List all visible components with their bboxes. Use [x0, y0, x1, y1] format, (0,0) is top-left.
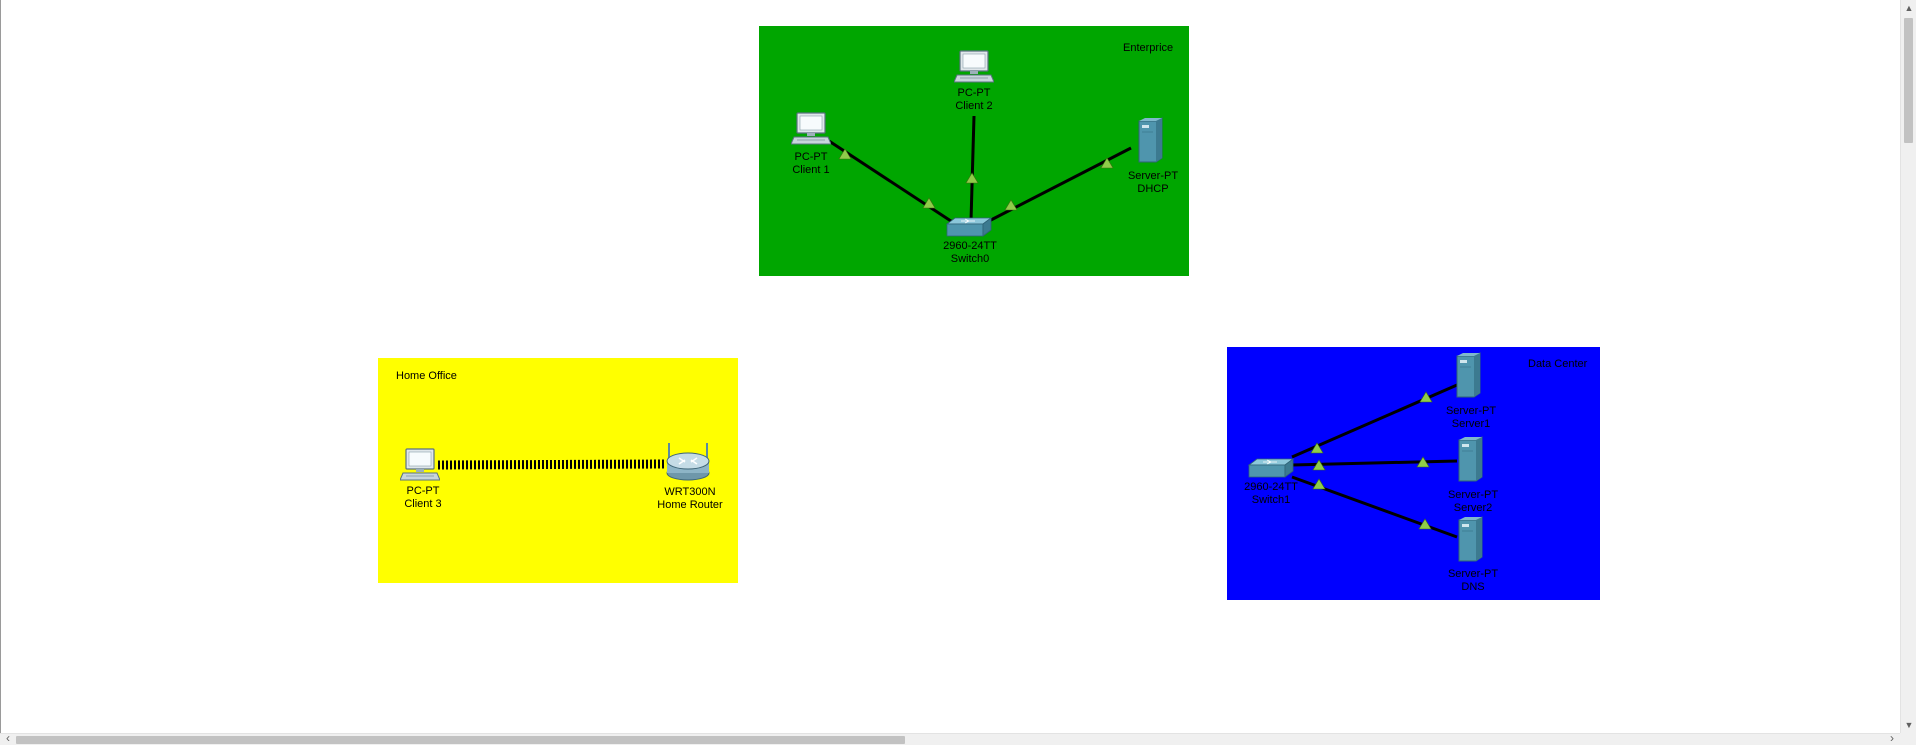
server-icon[interactable] — [1136, 117, 1164, 163]
cluster-enterprise[interactable]: Enterprice PC-PT Client 1 PC-PT Client — [759, 26, 1189, 276]
cluster-home-office[interactable]: Home Office PC-PT Client 3 WRT300N Home … — [378, 358, 738, 583]
switch-icon[interactable] — [1247, 457, 1295, 479]
scroll-down-arrow[interactable]: ▼ — [1904, 720, 1914, 730]
link-status-indicator — [838, 148, 852, 160]
device-dhcp[interactable]: Server-PT DHCP — [1128, 170, 1178, 196]
link-status-indicator — [1312, 459, 1326, 471]
pc-icon[interactable] — [954, 50, 994, 84]
link-status-indicator — [1419, 391, 1433, 403]
device-model: Server-PT — [1447, 489, 1499, 501]
link-status-indicator — [965, 172, 979, 184]
device-name: DNS — [1461, 581, 1485, 593]
link-switch1-server1[interactable] — [1291, 383, 1458, 459]
horizontal-scrollbar[interactable]: ‹ › — [0, 731, 1900, 745]
cluster-title: Data Center — [1528, 358, 1588, 370]
device-model: PC-PT — [794, 151, 828, 163]
device-client1[interactable]: PC-PT Client 1 — [792, 151, 829, 177]
pc-icon[interactable] — [400, 448, 440, 482]
link-status-indicator — [1312, 478, 1326, 490]
link-status-indicator — [1310, 442, 1324, 454]
vertical-scrollbar[interactable]: ▲ ▼ — [1900, 0, 1916, 733]
device-name: Switch1 — [1251, 494, 1291, 506]
device-name: Client 2 — [955, 100, 993, 112]
scroll-left-arrow[interactable]: ‹ — [6, 731, 10, 745]
scroll-right-arrow[interactable]: › — [1890, 731, 1894, 745]
device-client2[interactable]: PC-PT Client 2 — [955, 87, 992, 113]
server-icon[interactable] — [1456, 436, 1484, 482]
scroll-up-arrow[interactable]: ▲ — [1904, 3, 1914, 13]
switch-icon[interactable] — [945, 216, 993, 238]
wireless-link-client3-router[interactable] — [437, 459, 667, 470]
device-server2[interactable]: Server-PT Server2 — [1448, 489, 1498, 515]
link-status-indicator — [1100, 157, 1114, 169]
link-client1-switch0[interactable] — [828, 139, 958, 227]
link-status-indicator — [922, 197, 936, 209]
server-icon[interactable] — [1454, 352, 1482, 398]
device-client3[interactable]: PC-PT Client 3 — [404, 485, 441, 511]
device-name: Server1 — [1451, 418, 1491, 430]
cluster-title: Home Office — [396, 370, 457, 382]
device-model: 2960-24TT — [943, 240, 997, 252]
link-layer — [1291, 383, 1458, 539]
pc-icon[interactable] — [791, 112, 831, 146]
device-dns[interactable]: Server-PT DNS — [1448, 568, 1498, 594]
device-model: WRT300N — [664, 486, 716, 498]
device-model: 2960-24TT — [1244, 481, 1298, 493]
device-name: Home Router — [657, 499, 723, 511]
device-model: Server-PT — [1127, 170, 1179, 182]
link-status-indicator — [1004, 199, 1018, 211]
logical-workspace[interactable]: Enterprice PC-PT Client 1 PC-PT Client — [0, 0, 1900, 733]
device-name: Switch0 — [950, 253, 990, 265]
scrollbar-corner — [1900, 733, 1916, 745]
device-model: PC-PT — [957, 87, 991, 99]
link-status-indicator — [1416, 456, 1430, 468]
device-name: DHCP — [1137, 183, 1169, 195]
device-server1[interactable]: Server-PT Server1 — [1446, 405, 1496, 431]
vertical-scroll-thumb[interactable] — [1904, 18, 1913, 143]
device-name: Client 1 — [792, 164, 830, 176]
device-name: Client 3 — [404, 498, 442, 510]
device-home-router[interactable]: WRT300N Home Router — [657, 486, 722, 512]
cluster-title: Enterprice — [1123, 42, 1174, 54]
device-model: PC-PT — [406, 485, 440, 497]
device-switch0[interactable]: 2960-24TT Switch0 — [943, 240, 997, 266]
cluster-data-center[interactable]: Data Center 2960-24TT Switch1 Serve — [1227, 347, 1600, 600]
wireless-router-icon[interactable] — [665, 441, 711, 481]
link-status-indicator — [1418, 518, 1432, 530]
device-switch1[interactable]: 2960-24TT Switch1 — [1244, 481, 1298, 507]
device-name: Server2 — [1453, 502, 1493, 514]
link-client2-switch0[interactable] — [969, 115, 976, 222]
device-model: Server-PT — [1445, 405, 1497, 417]
link-layer — [828, 115, 1132, 227]
device-model: Server-PT — [1447, 568, 1499, 580]
horizontal-scroll-thumb[interactable] — [16, 736, 905, 744]
server-icon[interactable] — [1456, 516, 1484, 562]
